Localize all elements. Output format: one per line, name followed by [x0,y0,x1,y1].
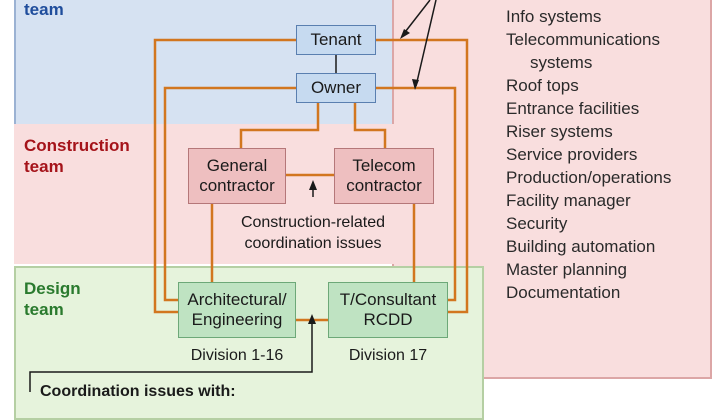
design-issue-arrowhead [308,314,316,324]
issue-item: Production/operations [506,168,672,187]
issue-item: systems [530,53,593,72]
issue-item: Security [506,214,568,233]
issue-item: Telecommunications [506,30,661,49]
construction-issues-note: Construction-related coordination issues [240,214,386,252]
issues-pointer-arrowhead [400,29,410,39]
construction-issue-arrowhead [309,180,317,190]
connector-layer [29,0,469,392]
issue-item: Facility manager [506,191,631,210]
owner-box[interactable]: Owner [296,73,376,103]
owner-team-label: team [24,0,64,19]
design-team-label: Design team [24,279,81,319]
telecom-contractor-box[interactable]: Telecom contractor [334,148,434,204]
construction-team-label: Construction team [24,136,130,176]
general-contractor-box[interactable]: General contractor [188,148,286,204]
issue-item: Building automation [506,237,656,256]
division-consultant-label: Division 17 [348,347,428,364]
issue-item: Entrance facilities [506,99,640,118]
tenant-box[interactable]: Tenant [296,25,376,55]
issue-item: Master planning [506,260,627,279]
issue-item: Info systems [506,7,602,26]
owner-team-panel [14,0,396,126]
issues-pointer-arrow [415,0,437,87]
design-issue-pointer [29,322,313,392]
consultant-box[interactable]: T/Consultant RCDD [328,282,448,338]
issue-item: Roof tops [506,76,579,95]
issue-item: Documentation [506,283,621,302]
architectural-engineering-box[interactable]: Architectural/ Engineering [178,282,296,338]
issue-item: Service providers [506,145,638,164]
design-coordination-label: Coordination issues with: [40,383,236,400]
issues-pointer-arrow [401,0,431,37]
tenant-loop-connector [153,38,469,314]
owner-to-contractors-connector [239,103,387,148]
issues-pointer-arrowhead [412,79,419,90]
division-ae-label: Division 1-16 [190,347,284,364]
issue-item: Riser systems [506,122,613,141]
